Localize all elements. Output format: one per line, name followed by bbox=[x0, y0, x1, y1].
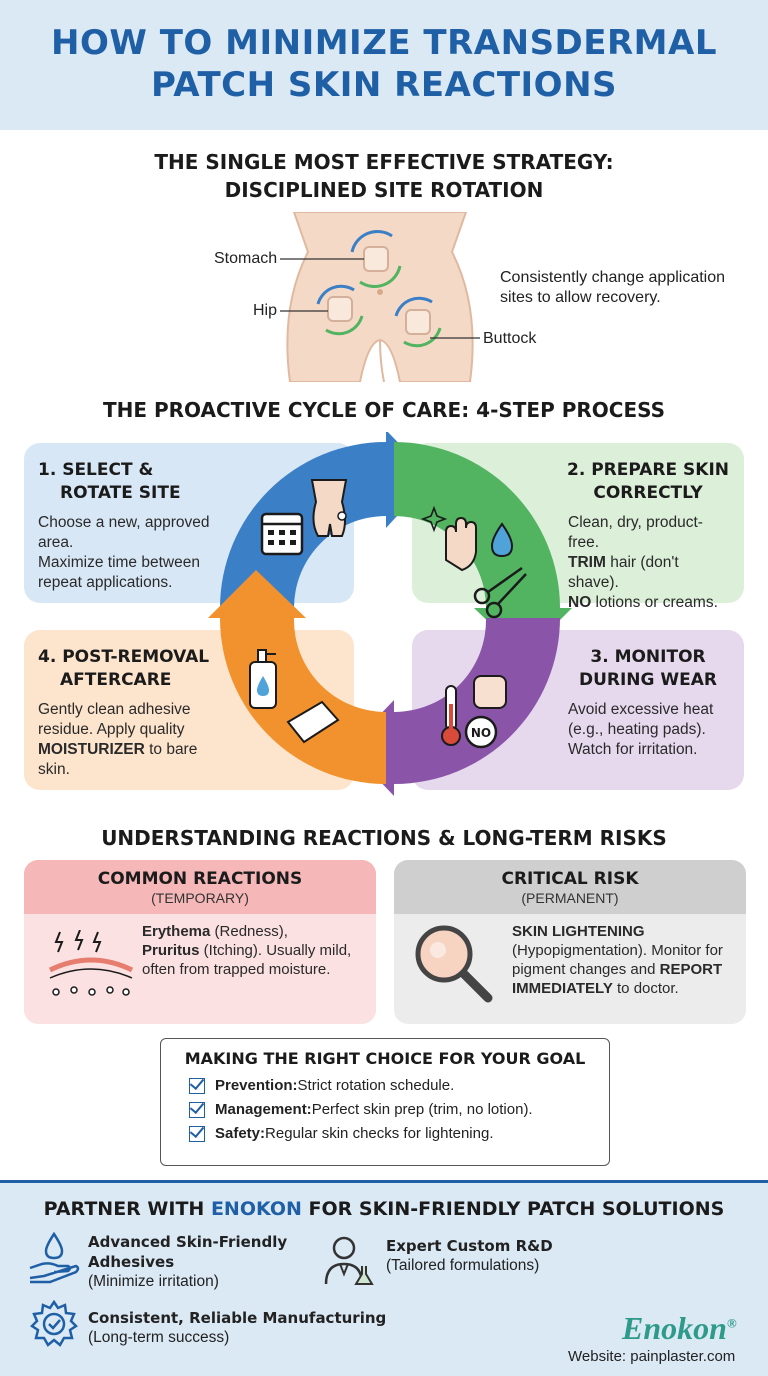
page-title-line1: HOW TO MINIMIZE TRANSDERMAL bbox=[51, 23, 717, 63]
brand-name: ENOKON bbox=[210, 1198, 302, 1220]
header-banner: HOW TO MINIMIZE TRANSDERMAL PATCH SKIN R… bbox=[0, 0, 768, 130]
common-reactions-header: COMMON REACTIONS (TEMPORARY) bbox=[24, 860, 376, 914]
goal-item-prevention: Prevention: Strict rotation schedule. bbox=[189, 1074, 589, 1098]
website-text: Website: painplaster.com bbox=[568, 1348, 736, 1365]
rotation-note: Consistently change application sites to… bbox=[500, 269, 726, 306]
footer-title: PARTNER WITH ENOKON FOR SKIN-FRIENDLY PA… bbox=[43, 1198, 725, 1220]
enokon-logo: Enokon® bbox=[622, 1310, 737, 1346]
step-3-text: Avoid excessive heat (e.g., heating pads… bbox=[568, 701, 714, 758]
hand-drop-icon bbox=[29, 1232, 80, 1284]
page-title: HOW TO MINIMIZE TRANSDERMAL PATCH SKIN R… bbox=[0, 0, 768, 106]
feature-adhesives: Advanced Skin-Friendly Adhesives(Minimiz… bbox=[88, 1233, 288, 1290]
care-cycle-wheel: NO bbox=[208, 432, 572, 796]
goal-choice-title: MAKING THE RIGHT CHOICE FOR YOUR GOAL bbox=[184, 1049, 586, 1068]
common-reactions-sub: (TEMPORARY) bbox=[151, 890, 249, 906]
hip-label: Hip bbox=[253, 302, 278, 319]
hand-icon bbox=[445, 516, 477, 572]
irritated-skin-icon bbox=[48, 930, 134, 996]
stomach-patch-icon bbox=[350, 230, 402, 288]
rotation-title: THE SINGLE MOST EFFECTIVE STRATEGY: DISC… bbox=[0, 148, 768, 204]
critical-risk-sub: (PERMANENT) bbox=[521, 890, 619, 906]
rotation-title-line1: THE SINGLE MOST EFFECTIVE STRATEGY: bbox=[154, 150, 614, 174]
critical-risk-header: CRITICAL RISK (PERMANENT) bbox=[394, 860, 746, 914]
critical-risk-title: CRITICAL RISK bbox=[501, 869, 639, 889]
critical-risk-text: SKIN LIGHTENING (Hypopigmentation). Moni… bbox=[512, 923, 723, 997]
magnifying-glass-icon bbox=[415, 925, 493, 1003]
cycle-arrow-green bbox=[394, 442, 572, 656]
buttock-label: Buttock bbox=[483, 330, 537, 347]
body-site-icon bbox=[310, 479, 348, 537]
goal-item-management: Management: Perfect skin prep (trim, no … bbox=[189, 1098, 589, 1122]
cleaning-cloth-icon bbox=[286, 700, 340, 744]
feature-manufacturing: Consistent, Reliable Manufacturing(Long-… bbox=[88, 1309, 387, 1346]
step-4-text: Gently clean adhesive residue. Apply qua… bbox=[38, 701, 198, 778]
sparkle-icon bbox=[420, 505, 448, 533]
gear-check-icon bbox=[30, 1300, 78, 1347]
buttock-patch-icon bbox=[394, 296, 442, 348]
common-reactions-text: Erythema (Redness), Pruritus (Itching). … bbox=[142, 923, 352, 978]
torso-illustration bbox=[280, 212, 480, 382]
moisturizer-bottle-icon bbox=[249, 649, 277, 709]
calendar-icon bbox=[260, 512, 304, 556]
no-heat-badge: NO bbox=[464, 715, 498, 749]
step-2-text: Clean, dry, product-free. TRIM hair (don… bbox=[568, 514, 718, 611]
goal-item-safety: Safety: Regular skin checks for lighteni… bbox=[189, 1122, 589, 1146]
common-reactions-title: COMMON REACTIONS bbox=[97, 869, 303, 889]
goal-choice-box: MAKING THE RIGHT CHOICE FOR YOUR GOAL Pr… bbox=[160, 1038, 610, 1166]
critical-risk-box: CRITICAL RISK (PERMANENT) SKIN LIGHTENIN… bbox=[394, 860, 746, 1024]
scissors-icon bbox=[473, 566, 527, 619]
patch-icon bbox=[473, 675, 507, 709]
page-title-line2: PATCH SKIN REACTIONS bbox=[150, 65, 618, 105]
cycle-arrow-orange bbox=[208, 570, 386, 784]
thermometer-icon bbox=[441, 685, 461, 746]
common-reactions-box: COMMON REACTIONS (TEMPORARY) Erythema (R… bbox=[24, 860, 376, 1024]
footer-banner: PARTNER WITH ENOKON FOR SKIN-FRIENDLY PA… bbox=[0, 1180, 768, 1376]
checkbox-icon bbox=[189, 1102, 205, 1118]
feature-rnd: Expert Custom R&D(Tailored formulations) bbox=[386, 1237, 553, 1274]
checkbox-icon bbox=[189, 1126, 205, 1142]
checkbox-icon bbox=[189, 1078, 205, 1094]
step-1-text: Choose a new, approved area.Maximize tim… bbox=[38, 514, 210, 591]
step-1-title: 1. SELECT &ROTATE SITE bbox=[38, 460, 181, 503]
stomach-label: Stomach bbox=[214, 250, 278, 267]
scientist-icon bbox=[324, 1236, 374, 1285]
rotation-title-line2: DISCIPLINED SITE ROTATION bbox=[224, 178, 544, 202]
hip-patch-icon bbox=[316, 284, 364, 336]
risks-title: UNDERSTANDING REACTIONS & LONG-TERM RISK… bbox=[101, 826, 667, 850]
cycle-title: THE PROACTIVE CYCLE OF CARE: 4-STEP PROC… bbox=[102, 398, 666, 422]
svg-text:NO: NO bbox=[471, 726, 491, 740]
water-drop-icon bbox=[490, 522, 514, 558]
